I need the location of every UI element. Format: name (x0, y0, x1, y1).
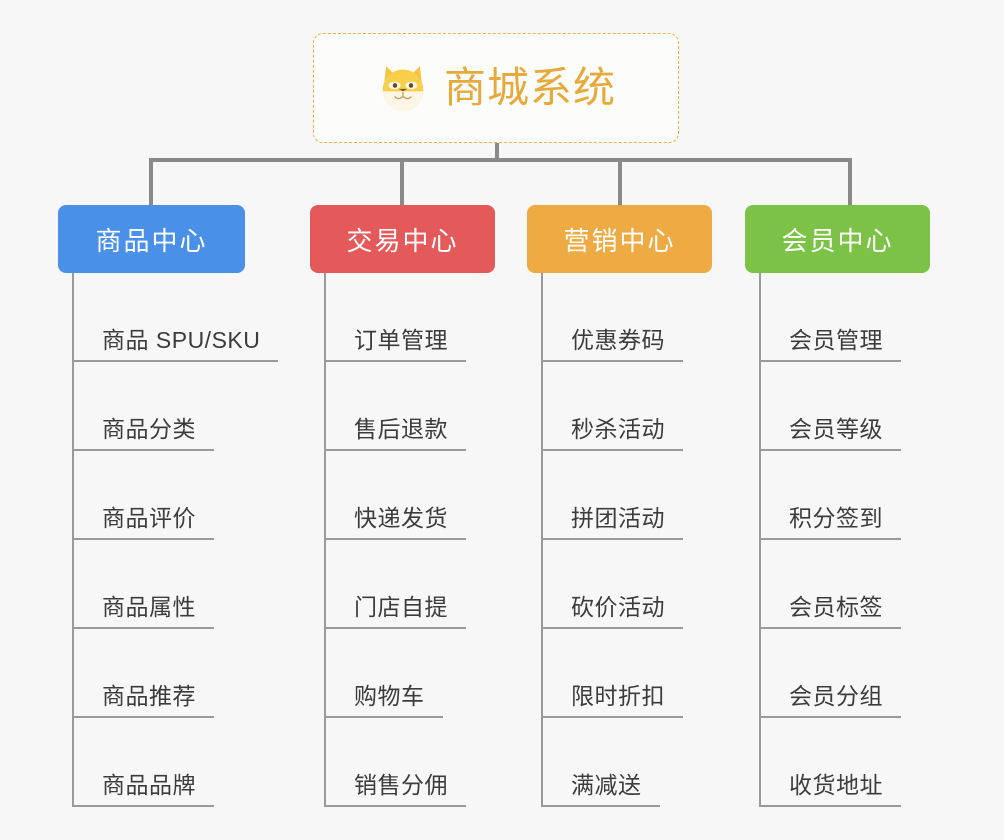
list-item[interactable]: 满减送 (541, 718, 683, 807)
list-item[interactable]: 限时折扣 (541, 629, 683, 718)
connector-bus (149, 158, 852, 162)
connector-root-stem (495, 143, 499, 162)
list-item[interactable]: 会员分组 (759, 629, 901, 718)
leaf-underline: 满减送 (541, 773, 660, 807)
list-item[interactable]: 商品分类 (72, 362, 278, 451)
leaf-label: 会员标签 (789, 594, 883, 620)
leaf-label: 拼团活动 (571, 505, 665, 531)
leaf-label: 会员分组 (789, 683, 883, 709)
leaf-label: 砍价活动 (571, 594, 665, 620)
leaf-underline: 商品品牌 (72, 773, 214, 807)
leaf-underline: 拼团活动 (541, 506, 683, 540)
leaf-list: 优惠券码 秒杀活动 拼团活动 砍价活动 限时折扣 (541, 273, 683, 807)
list-item[interactable]: 砍价活动 (541, 540, 683, 629)
leaf-underline: 商品属性 (72, 595, 214, 629)
leaf-list: 订单管理 售后退款 快递发货 门店自提 购物车 (324, 273, 466, 807)
leaf-underline: 优惠券码 (541, 328, 683, 362)
list-item[interactable]: 商品 SPU/SKU (72, 273, 279, 362)
leaf-label: 满减送 (571, 772, 642, 798)
leaf-label: 商品分类 (102, 416, 196, 442)
leaf-underline: 限时折扣 (541, 684, 683, 718)
leaf-underline: 会员分组 (759, 684, 901, 718)
leaf-label: 商品属性 (102, 594, 196, 620)
list-item[interactable]: 秒杀活动 (541, 362, 683, 451)
shiba-dog-face-icon (382, 66, 424, 112)
leaf-underline: 会员等级 (759, 417, 901, 451)
leaf-label: 优惠券码 (571, 327, 665, 353)
list-item[interactable]: 门店自提 (324, 540, 466, 629)
leaf-label: 门店自提 (354, 594, 448, 620)
list-item[interactable]: 会员标签 (759, 540, 901, 629)
leaf-label: 积分签到 (789, 505, 883, 531)
leaf-underline: 售后退款 (324, 417, 466, 451)
leaf-label: 会员管理 (789, 327, 883, 353)
leaf-label: 商品 SPU/SKU (102, 327, 261, 353)
leaf-label: 订单管理 (354, 327, 448, 353)
connector-drop-4 (848, 158, 852, 207)
category-box-trade-center[interactable]: 交易中心 (310, 205, 495, 273)
list-item[interactable]: 会员等级 (759, 362, 901, 451)
list-item[interactable]: 优惠券码 (541, 273, 683, 362)
list-item[interactable]: 积分签到 (759, 451, 901, 540)
leaf-list: 商品 SPU/SKU 商品分类 商品评价 商品属性 商品推荐 (72, 273, 279, 807)
category-label: 商品中心 (95, 225, 208, 256)
leaf-label: 销售分佣 (354, 772, 448, 798)
category-box-product-center[interactable]: 商品中心 (58, 205, 245, 273)
list-item[interactable]: 购物车 (324, 629, 466, 718)
list-item[interactable]: 销售分佣 (324, 718, 466, 807)
category-box-marketing-center[interactable]: 营销中心 (527, 205, 712, 273)
list-item[interactable]: 商品属性 (72, 540, 278, 629)
list-item[interactable]: 商品推荐 (72, 629, 278, 718)
leaf-underline: 积分签到 (759, 506, 901, 540)
leaf-label: 购物车 (354, 683, 425, 709)
list-item[interactable]: 商品品牌 (72, 718, 278, 807)
connector-drop-2 (400, 158, 404, 207)
leaf-underline: 秒杀活动 (541, 417, 683, 451)
list-item[interactable]: 拼团活动 (541, 451, 683, 540)
leaf-label: 商品品牌 (102, 772, 196, 798)
list-item[interactable]: 收货地址 (759, 718, 901, 807)
list-item[interactable]: 订单管理 (324, 273, 466, 362)
leaf-underline: 商品 SPU/SKU (72, 327, 279, 362)
leaf-underline: 商品评价 (72, 506, 214, 540)
list-item[interactable]: 商品评价 (72, 451, 278, 540)
root-title: 商城系统 (443, 64, 616, 111)
leaf-underline: 销售分佣 (324, 773, 466, 807)
leaf-label: 商品推荐 (102, 683, 196, 709)
leaf-label: 快递发货 (354, 505, 448, 531)
leaf-list: 会员管理 会员等级 积分签到 会员标签 会员分组 (759, 273, 901, 807)
leaf-underline: 会员标签 (759, 595, 901, 629)
category-label: 会员中心 (781, 225, 894, 256)
leaf-label: 售后退款 (354, 416, 448, 442)
leaf-underline: 门店自提 (324, 595, 466, 629)
leaf-label: 收货地址 (789, 772, 883, 798)
leaf-label: 商品评价 (102, 505, 196, 531)
leaf-underline: 订单管理 (324, 328, 466, 362)
leaf-label: 秒杀活动 (571, 416, 665, 442)
leaf-underline: 商品分类 (72, 417, 214, 451)
list-item[interactable]: 售后退款 (324, 362, 466, 451)
leaf-underline: 砍价活动 (541, 595, 683, 629)
list-item[interactable]: 快递发货 (324, 451, 466, 540)
list-item[interactable]: 会员管理 (759, 273, 901, 362)
category-label: 交易中心 (346, 225, 459, 256)
leaf-label: 会员等级 (789, 416, 883, 442)
leaf-underline: 会员管理 (759, 328, 901, 362)
connector-drop-3 (618, 158, 622, 207)
category-label: 营销中心 (563, 225, 676, 256)
leaf-underline: 快递发货 (324, 506, 466, 540)
leaf-underline: 购物车 (324, 684, 443, 718)
leaf-underline: 收货地址 (759, 773, 901, 807)
leaf-underline: 商品推荐 (72, 684, 214, 718)
category-box-member-center[interactable]: 会员中心 (745, 205, 930, 273)
root-node[interactable]: 商城系统 (313, 33, 679, 143)
leaf-label: 限时折扣 (571, 683, 665, 709)
connector-drop-1 (149, 158, 153, 207)
